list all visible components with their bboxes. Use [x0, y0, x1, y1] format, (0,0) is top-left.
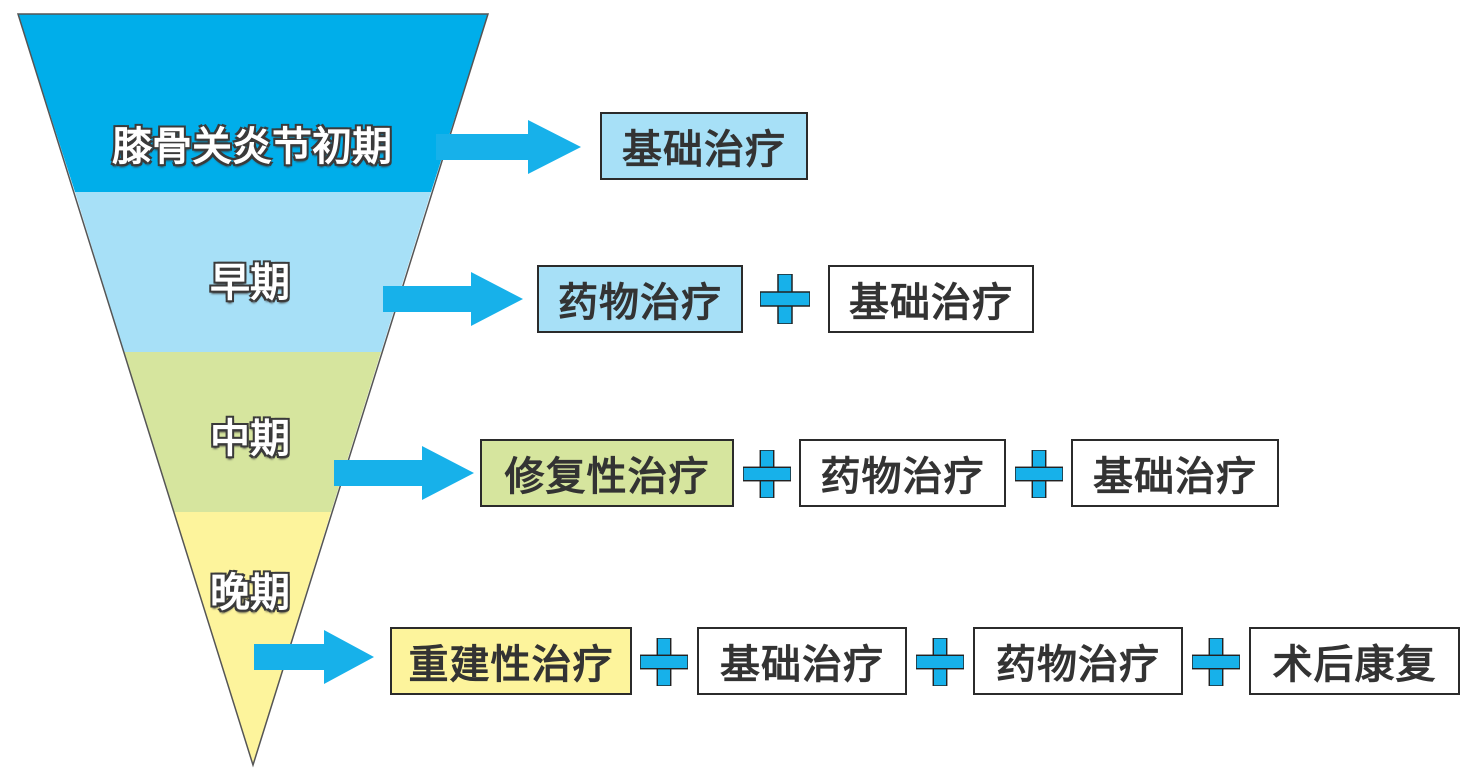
plus-icon	[916, 638, 964, 686]
treatment-box-rehab: 术后康复	[1249, 627, 1460, 695]
plus-icon	[743, 450, 791, 498]
funnel-segment-late	[174, 512, 331, 765]
treatment-box-basic: 基础治疗	[697, 627, 907, 695]
treatment-box-repair: 修复性治疗	[480, 439, 734, 507]
treatment-box-basic: 基础治疗	[1071, 439, 1279, 507]
funnel-outline	[16, 13, 490, 768]
arrow-icon	[383, 272, 523, 326]
stage-label-early: 早期	[210, 260, 290, 306]
treatment-box-drug: 药物治疗	[799, 439, 1006, 507]
stage-label-middle: 中期	[210, 416, 290, 462]
plus-icon	[640, 638, 688, 686]
treatment-box-drug: 药物治疗	[537, 265, 743, 333]
arrow-icon	[334, 446, 474, 500]
plus-icon	[1015, 450, 1063, 498]
funnel-segment-middle	[124, 352, 381, 512]
treatment-box-basic: 基础治疗	[828, 265, 1034, 333]
treatment-box-reconstruct: 重建性治疗	[390, 627, 632, 695]
stage-label-late: 晚期	[210, 570, 290, 616]
funnel-segment-early	[75, 192, 431, 352]
funnel-segment-initial	[18, 14, 488, 192]
plus-icon	[1192, 638, 1240, 686]
arrow-icon	[254, 630, 374, 684]
arrow-icon	[436, 120, 581, 174]
stage-label-initial: 膝骨关炎节初期	[112, 124, 392, 170]
treatment-box-basic: 基础治疗	[600, 112, 808, 180]
plus-icon	[760, 274, 810, 324]
treatment-box-drug: 药物治疗	[973, 627, 1183, 695]
